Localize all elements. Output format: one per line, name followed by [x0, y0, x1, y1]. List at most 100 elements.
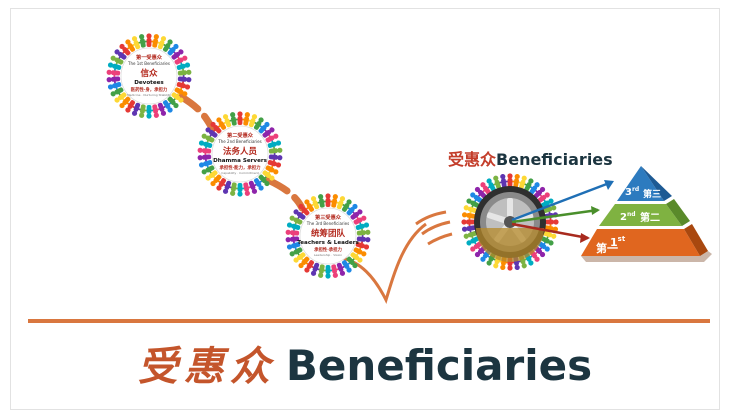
teachers-leaders-bottom-text: 承担性·承担力: [314, 246, 342, 253]
wheel-person: [533, 186, 546, 199]
wheel-person: [499, 173, 508, 188]
wheel-person: [506, 173, 514, 187]
devotees-person: [167, 96, 179, 109]
beneficiaries-label: 受惠众Beneficiaries: [448, 146, 613, 170]
dhamma-servers-zh-text: 法务人员: [223, 146, 258, 157]
dhamma-servers-person: [236, 111, 244, 125]
motion-line-1: [415, 210, 447, 226]
dhamma-servers-person: [216, 117, 227, 130]
pyramid-tier-3-side: [641, 166, 672, 201]
wheel-person: [461, 211, 476, 220]
teachers-leaders-person: [336, 262, 346, 276]
dhamma-servers-top-text: 第二受惠众: [227, 131, 254, 139]
teachers-leaders-person: [317, 264, 326, 278]
wheel-group: [461, 173, 559, 271]
pyramid-tier-2-zh: 第二: [640, 211, 660, 224]
devotees-person: [107, 81, 122, 90]
dhamma-servers-person: [201, 165, 215, 175]
divider-line: [28, 319, 710, 323]
teachers-leaders-person: [356, 235, 371, 244]
wheel-person: [545, 218, 559, 226]
pyramid-tier-2-side: [666, 199, 690, 226]
teachers-leaders-person: [324, 265, 332, 279]
teachers-leaders-person: [350, 252, 363, 263]
teachers-leaders-person: [317, 194, 326, 208]
devotees-person: [145, 33, 153, 47]
check-swoosh: [341, 222, 427, 305]
pyramid-base-shadow: [581, 251, 712, 262]
wheel-person: [461, 224, 476, 233]
pyramid-tier-2-ord: 2nd: [620, 211, 636, 223]
motion-line-2: [421, 220, 451, 236]
devotees-person: [145, 105, 153, 119]
tier-2-sup: nd: [627, 211, 636, 218]
devotees-person: [176, 62, 191, 71]
devotees-sub-text: The 1st Beneficiaries: [127, 61, 170, 66]
devotees-zh-text: 信众: [140, 68, 158, 79]
arrowhead-3rd: [604, 180, 614, 190]
pyramid-tier-3-zh: 第三: [643, 188, 661, 200]
tier-2-ord: 2: [620, 212, 627, 223]
page-title-zh: 受惠众: [137, 343, 276, 390]
wheel-person: [461, 218, 475, 226]
pyramid-tier-3-ord: 3rd: [625, 186, 639, 198]
pyramid-tier-1-side: [684, 224, 708, 256]
connector-1-2: [176, 92, 216, 132]
teachers-leaders-person: [286, 222, 301, 231]
devotees-person: [171, 92, 184, 103]
wheel-gold-overlay: [476, 228, 544, 262]
teachers-leaders-top-text: 第三受惠众: [315, 213, 342, 221]
devotees-tiny-text: Medicine · Nurturing Stability: [127, 93, 171, 97]
devotees-person: [119, 43, 131, 56]
devotees-inner-disc: [120, 47, 178, 105]
dhamma-servers-sub-text: The 2nd Beneficiaries: [217, 139, 261, 144]
teachers-leaders-person: [324, 193, 332, 207]
devotees-top-text: 第一受惠众: [136, 53, 163, 61]
motion-line-3: [427, 232, 453, 246]
devotees-bottom-text: 医药性·身，承担力: [131, 86, 168, 93]
tier-1-ord: 1: [610, 236, 618, 249]
pyramid-tier-1-zh: 第一: [596, 241, 618, 255]
pyramid-tier-2: [599, 204, 682, 226]
arrow-to-1st: [511, 222, 589, 240]
pyramid-tier-3: [617, 166, 664, 201]
pyramid-tier-1-ord: 1st: [610, 235, 626, 249]
dhamma-servers-tiny-text: Capability · Commitment: [221, 171, 259, 175]
beneficiaries-label-zh: 受惠众: [448, 150, 497, 169]
dhamma-servers-person: [236, 183, 244, 197]
arrow-to-2nd: [511, 208, 599, 224]
dhamma-servers-person: [258, 174, 270, 187]
dhamma-servers-person: [222, 114, 232, 128]
wheel-person: [529, 182, 540, 195]
wheel-person: [480, 249, 491, 262]
spoke: [486, 212, 507, 224]
arrow-to-3rd: [511, 180, 613, 222]
wheel-person: [463, 230, 477, 239]
wheel-person: [540, 198, 554, 208]
wheel-person: [493, 175, 502, 189]
teachers-leaders-sub-text: The 3rd Beneficiaries: [306, 221, 349, 226]
tier-3-sup: rd: [632, 186, 639, 193]
page-title-en: Beneficiaries: [285, 341, 593, 390]
dhamma-servers-en-text: Dhamma Servers: [213, 158, 268, 164]
tier-3-ord: 3: [625, 187, 632, 198]
dhamma-servers-person: [258, 121, 270, 134]
dhamma-servers-person: [268, 146, 283, 155]
pyramid-tier-1: [581, 229, 700, 256]
devotees-person: [176, 81, 191, 90]
tier-1-sup: st: [618, 235, 626, 243]
devotees-person: [177, 68, 192, 77]
devotees-en-text: Devotees: [134, 80, 164, 86]
dhamma-servers-person: [265, 165, 279, 175]
teachers-leaders-person: [310, 196, 320, 210]
arrowhead-1st: [580, 233, 590, 243]
devotees-person: [138, 34, 147, 48]
beneficiaries-label-en: Beneficiaries: [496, 150, 613, 169]
spoke: [507, 198, 513, 218]
pyramid: 3rd 第三 2nd 第二 1st 第一: [581, 166, 712, 262]
dhamma-servers-person: [229, 112, 238, 126]
